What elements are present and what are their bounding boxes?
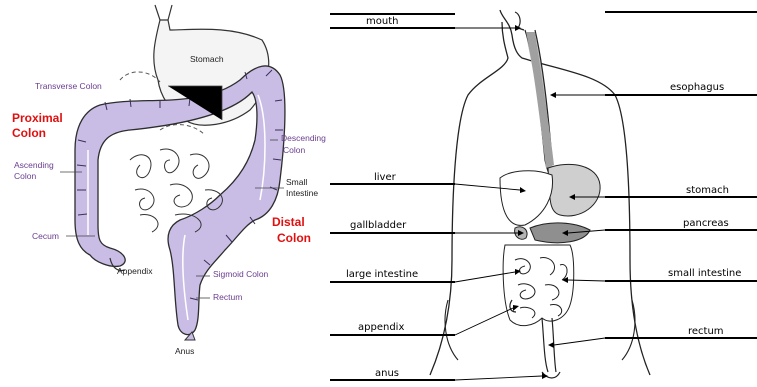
- label-proximal-colon-1: Proximal: [12, 111, 63, 125]
- colon-diagram: Stomach Transverse Colon Descending Colo…: [0, 0, 330, 387]
- label-rectum-right: rectum: [688, 326, 724, 337]
- label-distal-colon-1: Distal: [272, 215, 305, 229]
- label-transverse-colon: Transverse Colon: [35, 81, 102, 91]
- label-large-intestine: large intestine: [346, 269, 418, 280]
- esophagus-stub: [155, 5, 172, 20]
- label-pancreas: pancreas: [683, 218, 729, 229]
- label-descending-colon-1: Descending: [281, 133, 326, 143]
- label-stomach: Stomach: [190, 54, 224, 64]
- label-appendix-right: appendix: [358, 322, 404, 333]
- label-ascending-colon-2: Colon: [14, 171, 36, 181]
- label-appendix: Appendix: [117, 266, 153, 276]
- stomach-organ: [548, 164, 600, 216]
- label-proximal-colon-2: Colon: [12, 126, 46, 140]
- digestive-system-svg: mouth esophagus liver stomach gallbladde…: [330, 0, 757, 387]
- label-distal-colon-2: Colon: [277, 231, 311, 245]
- liver-organ: [500, 171, 553, 226]
- label-anus: Anus: [175, 346, 194, 356]
- label-small-intestine-right: small intestine: [668, 268, 741, 279]
- intestines-organ: [503, 245, 574, 326]
- label-cecum: Cecum: [32, 231, 59, 241]
- colon-diagram-svg: Stomach Transverse Colon Descending Colo…: [0, 0, 330, 387]
- digestive-system-diagram: mouth esophagus liver stomach gallbladde…: [330, 0, 757, 387]
- label-rectum: Rectum: [213, 292, 242, 302]
- label-anus-right: anus: [375, 368, 399, 379]
- label-ascending-colon-1: Ascending: [14, 160, 54, 170]
- label-sigmoid-colon: Sigmoid Colon: [213, 269, 269, 279]
- label-mouth: mouth: [366, 16, 398, 27]
- label-liver: liver: [374, 172, 397, 183]
- pancreas-organ: [530, 223, 590, 243]
- label-small-intestine-1: Small: [286, 177, 307, 187]
- label-small-intestine-2: Intestine: [286, 188, 318, 198]
- label-stomach-right: stomach: [686, 185, 729, 196]
- label-esophagus: esophagus: [670, 82, 724, 93]
- label-descending-colon-2: Colon: [283, 145, 305, 155]
- label-gallbladder: gallbladder: [350, 220, 407, 231]
